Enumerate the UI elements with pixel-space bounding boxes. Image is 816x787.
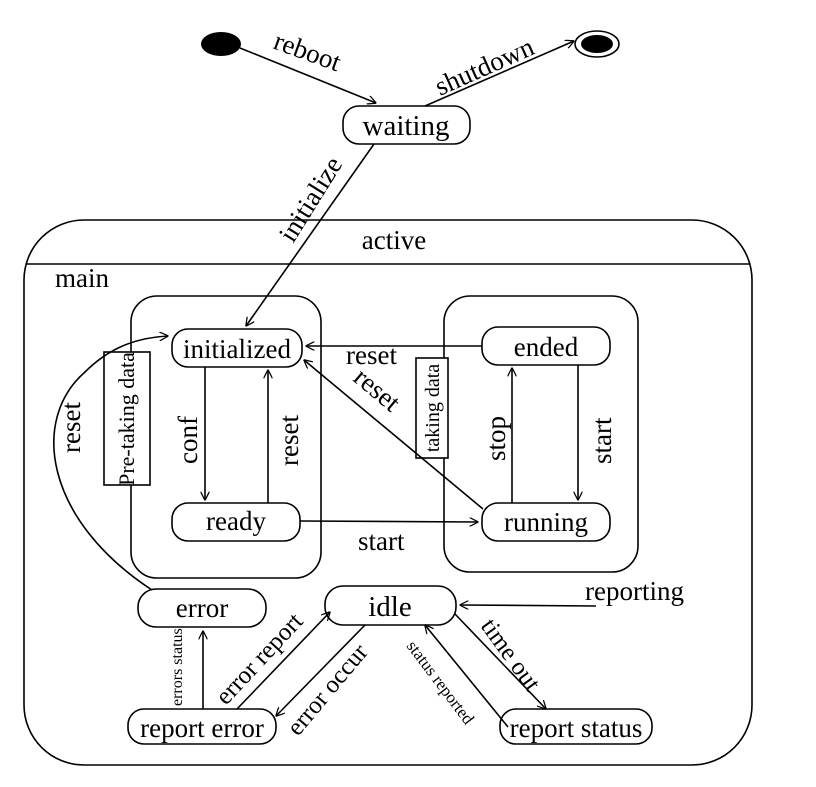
start-ready-arrow bbox=[299, 521, 478, 522]
shutdown-label: shutdown bbox=[430, 31, 539, 101]
idle-label: idle bbox=[368, 591, 412, 623]
ready-state bbox=[171, 502, 301, 542]
main-label: main bbox=[55, 263, 109, 293]
waiting-label: waiting bbox=[363, 110, 450, 142]
error-occur-arrow bbox=[276, 624, 366, 716]
ready-label: ready bbox=[206, 506, 266, 536]
stop-label: stop bbox=[481, 416, 511, 461]
waiting-state bbox=[342, 105, 471, 145]
initial-state-dot bbox=[201, 32, 241, 56]
report-error-state bbox=[127, 708, 277, 745]
taking-data-box bbox=[415, 357, 449, 459]
reboot-label: reboot bbox=[270, 25, 346, 77]
reporting-arrow bbox=[460, 605, 597, 606]
reporting-label: reporting bbox=[585, 576, 684, 606]
reset-ready-label: reset bbox=[274, 415, 304, 466]
error-label: error bbox=[176, 593, 228, 623]
report-error-label: report error bbox=[140, 713, 264, 743]
status-reported-arrow bbox=[425, 625, 509, 728]
initialize-arrow bbox=[246, 143, 375, 326]
taking-data-label: taking data bbox=[422, 364, 444, 452]
shutdown-arrow bbox=[424, 41, 574, 107]
error-state bbox=[137, 588, 267, 628]
reboot-arrow bbox=[239, 47, 376, 103]
ended-label: ended bbox=[514, 332, 579, 362]
errors-status-label: errors status bbox=[169, 628, 186, 706]
idle-state bbox=[324, 585, 457, 626]
start-ready-label: start bbox=[358, 526, 405, 556]
report-status-state bbox=[499, 708, 653, 745]
reset-ended-label: reset bbox=[346, 340, 397, 370]
initialized-state bbox=[171, 328, 303, 368]
running-state bbox=[481, 502, 611, 542]
time-out-arrow bbox=[454, 613, 546, 709]
start-ended-label: start bbox=[587, 417, 617, 464]
pre-taking-data-box bbox=[103, 351, 151, 486]
reset-running-arrow bbox=[304, 360, 484, 510]
conf-label: conf bbox=[173, 416, 203, 464]
initialized-label: initialized bbox=[183, 334, 291, 364]
report-status-label: report status bbox=[510, 713, 643, 743]
final-state-dot bbox=[574, 30, 620, 58]
reset-left-label: reset bbox=[56, 402, 86, 453]
pre-taking-data-label: Pre-taking data bbox=[114, 352, 139, 486]
running-label: running bbox=[504, 507, 588, 537]
error-report-arrow bbox=[236, 612, 330, 710]
reset-left-arrow bbox=[53, 336, 168, 591]
active-label: active bbox=[362, 225, 426, 255]
